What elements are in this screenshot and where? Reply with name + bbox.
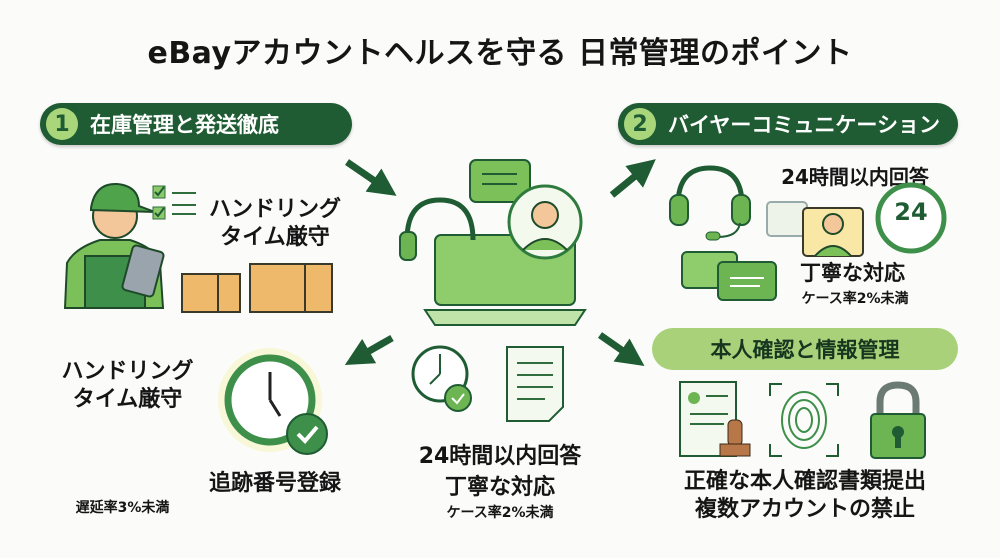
tracking-number-text: 追跡番号登録 bbox=[208, 471, 341, 496]
text-line: 正確な本人確認書類提出 bbox=[683, 469, 926, 494]
polite-response-text: 丁寧な対応 bbox=[444, 475, 555, 500]
id-verification-text: 正確な本人確認書類提出 複数アカウントの禁止 bbox=[655, 468, 955, 523]
clock-24-icon bbox=[875, 182, 947, 254]
document-icon bbox=[506, 346, 564, 422]
customer-chat-icon bbox=[766, 201, 864, 257]
delay-rate-text: 遅延率3%未満 bbox=[75, 500, 170, 516]
headset-icon bbox=[669, 165, 751, 241]
text-line: タイム厳守 bbox=[72, 386, 183, 412]
polite-response-text: 丁寧な対応 bbox=[800, 261, 905, 285]
handling-time-text: ハンドリング タイム厳守 bbox=[55, 358, 200, 413]
handling-time-text: ハンドリング タイム厳守 bbox=[200, 196, 350, 251]
clock-check-icon bbox=[218, 348, 328, 455]
section-3-header: 本人確認と情報管理 bbox=[652, 328, 958, 370]
support-laptop-icon bbox=[399, 159, 587, 326]
case-rate-text: ケース率2%未満 bbox=[801, 291, 909, 307]
package-box-icon bbox=[181, 263, 333, 313]
fingerprint-icon bbox=[769, 383, 839, 457]
section-label: バイヤーコミュニケーション bbox=[668, 113, 940, 137]
clock-number: 24 bbox=[894, 198, 928, 226]
checklist-icon bbox=[152, 185, 196, 220]
section-number: 2 bbox=[624, 108, 656, 140]
padlock-icon bbox=[870, 381, 926, 459]
id-document-stamp-icon bbox=[679, 381, 751, 457]
page-title: eBayアカウントヘルスを守る 日常管理のポイント bbox=[147, 36, 853, 71]
section-1-header: 1 在庫管理と発送徹底 bbox=[40, 103, 352, 145]
section-label: 本人確認と情報管理 bbox=[710, 338, 900, 362]
text-line: ハンドリング bbox=[61, 359, 194, 384]
section-number: 1 bbox=[46, 108, 78, 140]
text-line: 複数アカウントの禁止 bbox=[694, 496, 915, 522]
section-label: 在庫管理と発送徹底 bbox=[90, 113, 279, 137]
worker-icon bbox=[63, 182, 165, 309]
case-rate-text: ケース率2%未満 bbox=[446, 505, 554, 521]
response-time-text: 24時間以内回答 bbox=[418, 444, 582, 469]
text-line: タイム厳守 bbox=[220, 224, 330, 250]
clock-icon bbox=[411, 345, 472, 412]
section-2-header: 2 バイヤーコミュニケーション bbox=[618, 103, 958, 145]
text-line: ハンドリング bbox=[208, 197, 341, 222]
chat-bubbles-icon bbox=[681, 251, 777, 301]
